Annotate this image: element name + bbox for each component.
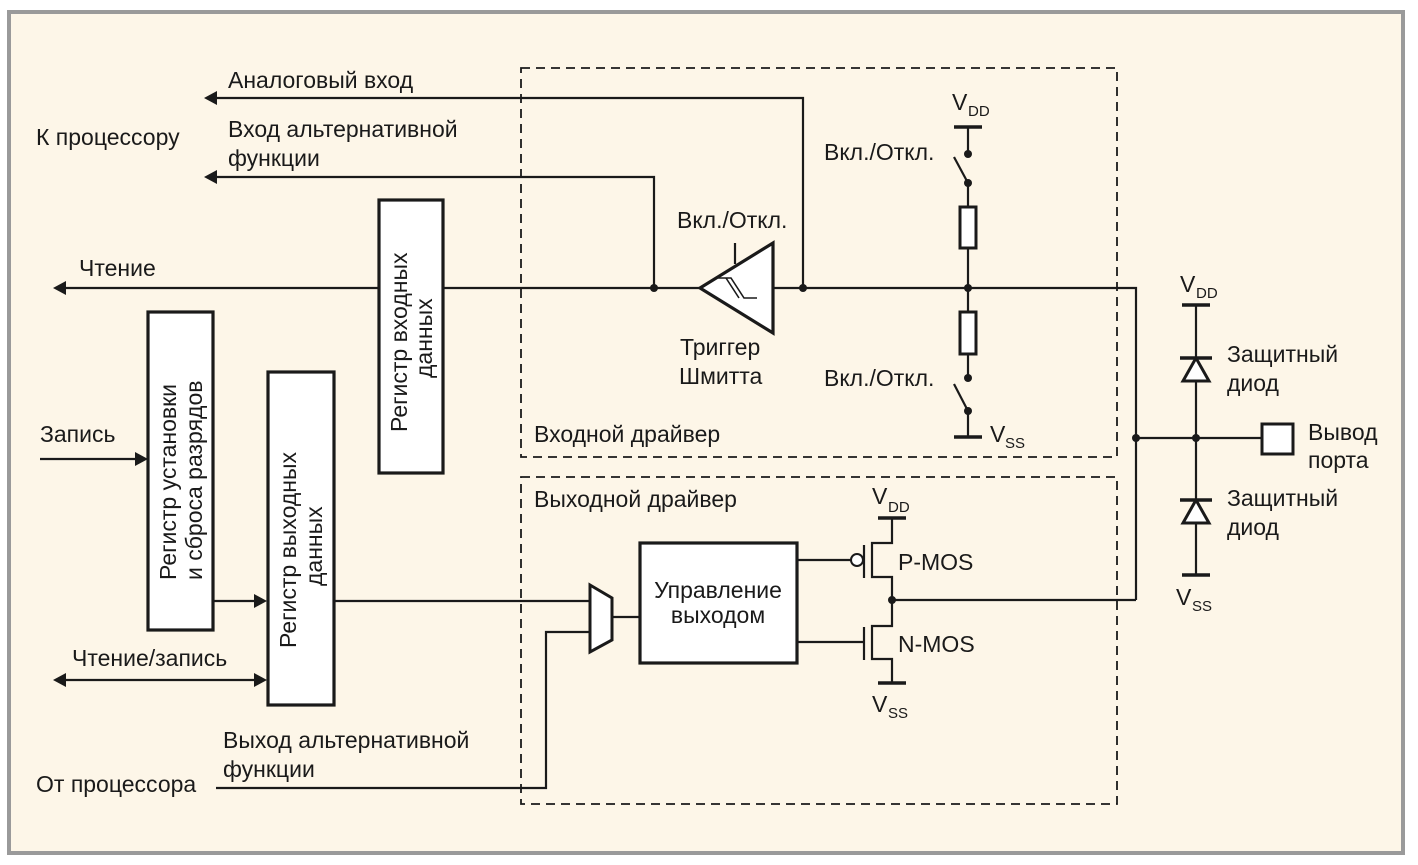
output-driver-box xyxy=(520,476,1118,805)
schmitt-trigger xyxy=(696,240,775,336)
alt-output-label-2: функции xyxy=(223,756,315,782)
switch-contact xyxy=(964,374,972,382)
input-data-register-label-2: данных xyxy=(411,298,437,378)
pulldown-switch[interactable] xyxy=(953,383,969,412)
input-path-wire xyxy=(773,286,1138,600)
switch-contact xyxy=(964,150,972,158)
port-pin-label-1: Вывод xyxy=(1308,419,1378,445)
bit-set-reset-register-label-1: Регистр установки xyxy=(155,384,181,580)
diode-top-icon xyxy=(1180,354,1212,383)
output-data-register xyxy=(266,370,336,707)
pullup-resistor xyxy=(958,205,978,250)
junction-dot xyxy=(799,284,807,292)
read-label: Чтение xyxy=(79,255,156,281)
read-write-arrow-right xyxy=(254,673,267,687)
output-mux xyxy=(588,582,614,655)
pmos-vdd-label: V xyxy=(872,483,888,509)
protection-vdd-label: V xyxy=(1180,271,1196,297)
alt-input-label-2: функции xyxy=(228,145,320,171)
pulldown-resistor xyxy=(958,310,978,356)
analog-input-wire xyxy=(215,96,805,288)
junction-dot xyxy=(964,284,972,292)
port-pin-label-2: порта xyxy=(1308,447,1369,473)
diode-bottom-label-1: Защитный xyxy=(1227,485,1338,511)
hysteresis-icon xyxy=(718,277,757,299)
read-write-arrow-left xyxy=(53,673,66,687)
alt-input-arrow xyxy=(204,170,217,184)
alt-input-wire xyxy=(215,175,656,288)
alt-input-label-1: Вход альтернативной xyxy=(228,116,458,142)
pullup-switch-label: Вкл./Откл. xyxy=(824,139,934,165)
junction-dot xyxy=(650,284,658,292)
read-write-label: Чтение/запись xyxy=(72,645,227,671)
hysteresis-icon-part xyxy=(725,277,740,299)
nmos-label: N-MOS xyxy=(898,631,975,657)
alt-output-label-1: Выход альтернативной xyxy=(223,727,469,753)
diode-bottom-icon xyxy=(1180,496,1212,525)
schmitt-label-2: Шмитта xyxy=(679,363,763,389)
output-control-label-2: выходом xyxy=(671,602,765,628)
vdd-subscript: DD xyxy=(968,103,990,120)
pmos-vdd-subscript: DD xyxy=(888,499,910,516)
pmos-gate-bubble xyxy=(850,553,864,567)
pulldown-switch-label: Вкл./Откл. xyxy=(824,365,934,391)
bsrr-to-odr-arrow xyxy=(254,594,267,608)
bit-set-reset-register xyxy=(146,310,215,632)
input-driver-label: Входной драйвер xyxy=(534,421,720,447)
vss-subscript: SS xyxy=(1005,435,1025,452)
write-arrow xyxy=(135,452,148,466)
read-arrow xyxy=(53,281,66,295)
schmitt-label-1: Триггер xyxy=(680,334,760,360)
write-label: Запись xyxy=(40,421,115,447)
analog-input-arrow xyxy=(204,91,217,105)
schmitt-enable-label: Вкл./Откл. xyxy=(677,207,787,233)
vss-label: V xyxy=(990,421,1006,447)
protection-vss-subscript: SS xyxy=(1192,598,1212,615)
input-data-register-label-1: Регистр входных xyxy=(386,252,412,432)
port-pin[interactable] xyxy=(1260,422,1295,456)
output-driver-label: Выходной драйвер xyxy=(534,486,737,512)
vdd-label: V xyxy=(952,89,968,115)
bit-set-reset-register-label-2: и сброса разрядов xyxy=(181,381,207,580)
nmos-vss-subscript: SS xyxy=(888,705,908,722)
diagram-frame xyxy=(7,10,1405,855)
input-driver-box xyxy=(520,67,1118,458)
pullup-switch[interactable] xyxy=(953,156,969,184)
pmos-label: P-MOS xyxy=(898,549,973,575)
output-control-block xyxy=(638,541,799,665)
output-data-register-label-1: Регистр выходных xyxy=(275,451,301,648)
diode-bottom-label-2: диод xyxy=(1227,514,1280,540)
nmos-channel xyxy=(870,600,894,683)
from-cpu-label: От процессора xyxy=(36,771,196,797)
protection-vss-label: V xyxy=(1176,584,1192,610)
diode-top-label-1: Защитный xyxy=(1227,341,1338,367)
output-control-label-1: Управление xyxy=(654,577,782,603)
to-cpu-label: К процессору xyxy=(36,124,180,150)
diode-top-label-2: диод xyxy=(1227,370,1280,396)
input-data-register xyxy=(377,198,445,475)
analog-input-label: Аналоговый вход xyxy=(228,67,414,93)
alt-output-wire xyxy=(216,630,590,790)
pmos-channel xyxy=(870,518,894,600)
nmos-vss-label: V xyxy=(872,691,888,717)
protection-vdd-subscript: DD xyxy=(1196,285,1218,302)
output-data-register-label-2: данных xyxy=(301,506,327,586)
